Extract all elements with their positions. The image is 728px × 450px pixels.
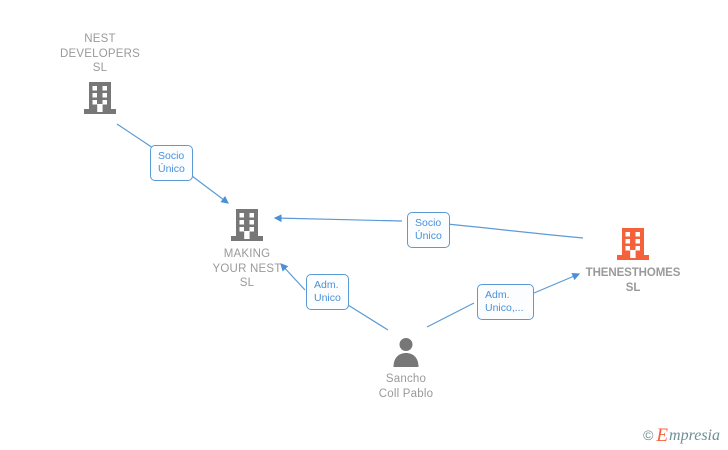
edge-label-adm-unico-thenesthomes[interactable]: Adm. Unico,... [477, 284, 534, 320]
copyright-icon: © [643, 426, 654, 443]
node-thenesthomes[interactable]: THENESTHOMES SL [568, 226, 698, 295]
node-sancho-coll-pablo[interactable]: Sancho Coll Pablo [341, 336, 471, 401]
node-making-your-nest[interactable]: MAKING YOUR NEST SL [182, 207, 312, 291]
company-building-icon [35, 80, 165, 116]
company-building-icon [568, 226, 698, 262]
person-icon [341, 336, 471, 368]
edge-label-socio-unico-nest-developers[interactable]: Socio Único [150, 145, 193, 181]
company-building-icon [182, 207, 312, 243]
node-label-nest-developers: NEST DEVELOPERS SL [60, 33, 140, 74]
node-label-thenesthomes: THENESTHOMES SL [585, 267, 681, 294]
node-label-making-your-nest: MAKING YOUR NEST SL [212, 248, 282, 289]
empresia-watermark: © E mpresia [643, 425, 720, 446]
node-label-sancho-coll-pablo: Sancho Coll Pablo [378, 373, 434, 400]
brand-initial: E [656, 425, 669, 446]
edge-label-adm-unico-making-your-nest[interactable]: Adm. Unico [306, 274, 349, 310]
edge-label-socio-unico-thenesthomes[interactable]: Socio Único [407, 212, 450, 248]
brand-name: mpresia [669, 426, 720, 444]
node-nest-developers[interactable]: NEST DEVELOPERS SL [35, 32, 165, 116]
